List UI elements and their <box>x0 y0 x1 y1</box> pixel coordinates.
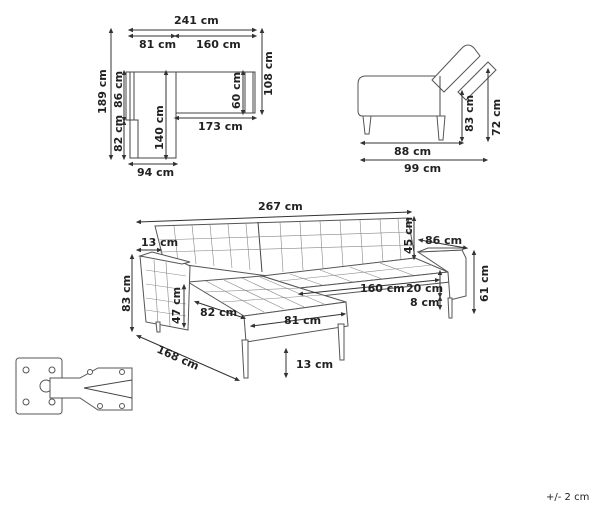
plan-right-depth: 108 cm <box>262 51 275 96</box>
plan-bottom-width: 94 cm <box>137 166 174 179</box>
plan-chaise-length: 173 cm <box>198 120 243 133</box>
tolerance-note: +/- 2 cm <box>546 492 589 503</box>
plan-left-upper: 86 cm <box>112 71 125 108</box>
side-view: 88 cm 99 cm 83 cm 72 cm <box>357 44 503 175</box>
plan-inner-depth: 60 cm <box>230 72 243 109</box>
persp-total-length: 267 cm <box>258 200 303 213</box>
plan-width-left: 81 cm <box>139 38 176 51</box>
side-height-back: 83 cm <box>463 95 476 132</box>
persp-chaise-width: 81 cm <box>284 314 321 327</box>
persp-seat-depth: 47 cm <box>170 287 183 324</box>
side-depth: 88 cm <box>394 145 431 158</box>
persp-arm-width: 13 cm <box>141 236 178 249</box>
perspective-view: 267 cm 13 cm 45 cm 86 cm 83 cm 47 cm 82 … <box>120 200 491 381</box>
persp-chaise-length: 168 cm <box>155 343 201 373</box>
plan-width-total: 241 cm <box>174 14 219 27</box>
plan-view: 241 cm 81 cm 160 cm 189 cm 86 cm 82 cm 1… <box>96 14 275 179</box>
side-depth-reclined: 99 cm <box>404 162 441 175</box>
persp-leg-height: 13 cm <box>296 358 333 371</box>
persp-right-depth: 86 cm <box>425 234 462 247</box>
plan-width-right: 160 cm <box>196 38 241 51</box>
hinge-mechanism-icon <box>15 357 133 415</box>
side-height-seat: 72 cm <box>490 99 503 136</box>
plan-chaise-inner: 140 cm <box>153 105 166 150</box>
persp-seat-height: 20 cm <box>406 282 443 295</box>
persp-seat-length: 160 cm <box>360 282 405 295</box>
persp-right-height: 61 cm <box>478 265 491 302</box>
persp-height-total: 83 cm <box>120 275 133 312</box>
persp-back-height: 45 cm <box>402 217 415 254</box>
plan-depth-total: 189 cm <box>96 69 109 114</box>
persp-chaise-depth-inner: 82 cm <box>200 306 237 319</box>
persp-leg-offset: 8 cm <box>410 296 439 309</box>
plan-left-lower: 82 cm <box>112 115 125 152</box>
